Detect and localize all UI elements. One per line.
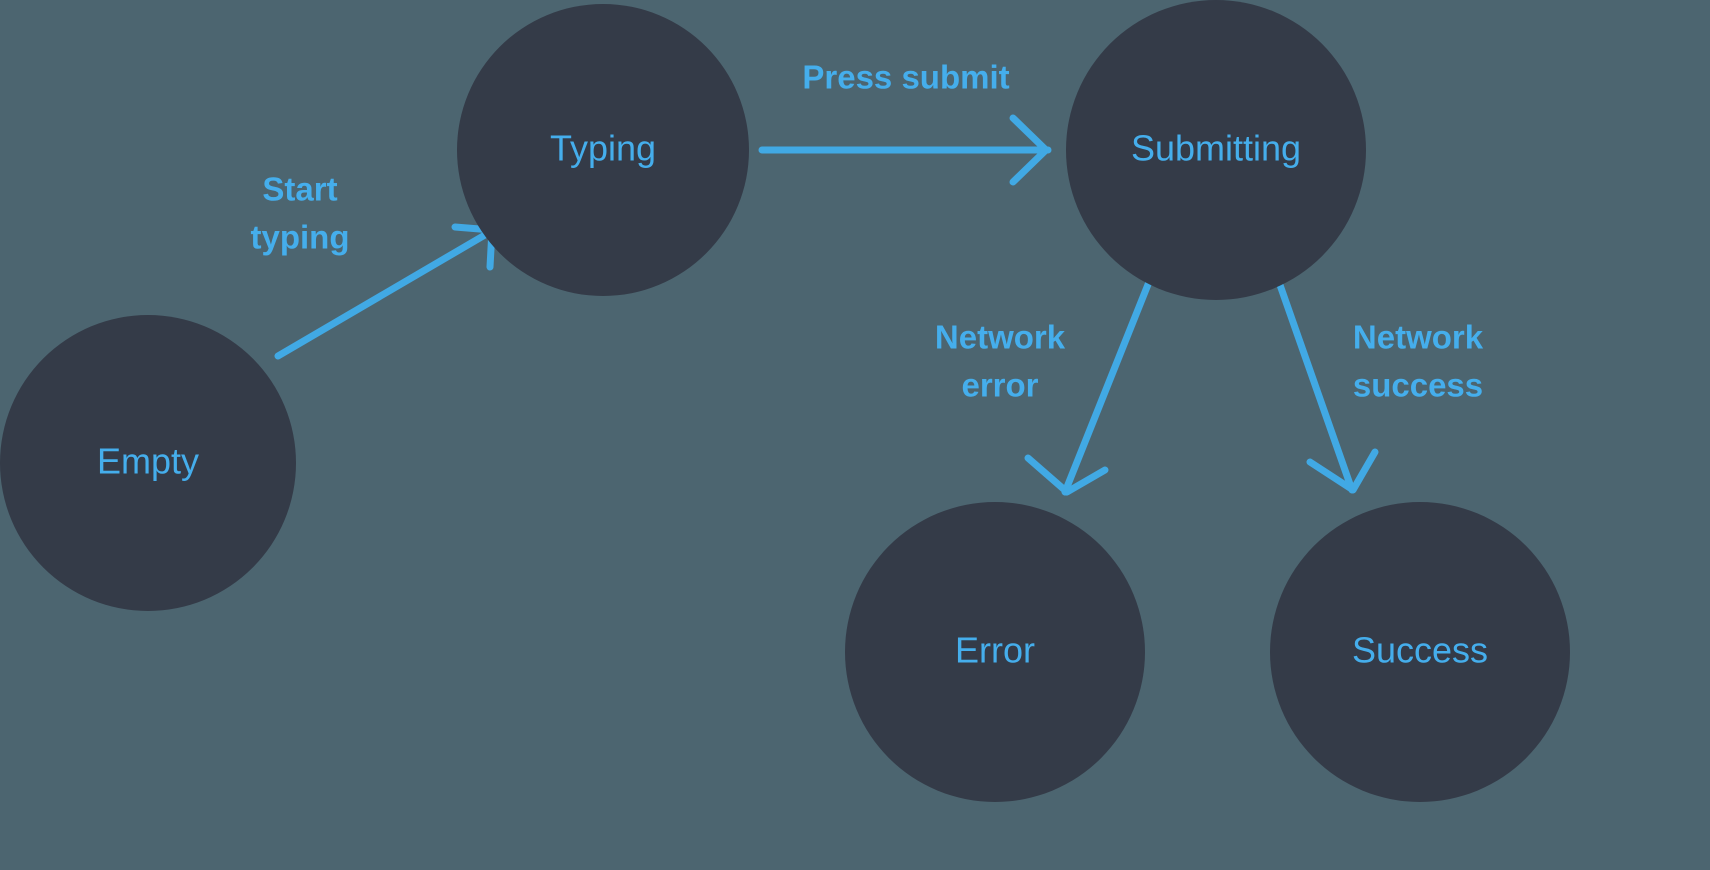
state-label: Submitting (1131, 128, 1301, 169)
state-label: Typing (550, 128, 656, 169)
edge-label-line: Network (1353, 319, 1484, 356)
state-circle (457, 4, 749, 296)
state-node-success[interactable]: Success (1270, 502, 1570, 802)
edge-label-line: error (961, 367, 1038, 404)
state-node-error[interactable]: Error (845, 502, 1145, 802)
edge-label-line: typing (251, 219, 350, 256)
state-node-typing[interactable]: Typing (457, 4, 749, 296)
edge-typing-to-submitting[interactable] (758, 114, 1052, 186)
state-node-submitting[interactable]: Submitting (1066, 0, 1366, 300)
edge-labels-layer: Start typing Press submit Network error … (251, 59, 1484, 404)
state-circle (845, 502, 1145, 802)
edge-label-line: Start (262, 171, 337, 208)
nodes-layer: Empty Typing Submitting Error Success (0, 0, 1570, 802)
state-node-empty[interactable]: Empty (0, 315, 296, 611)
edge-label-start-typing: Start typing (251, 171, 350, 256)
state-circle (0, 315, 296, 611)
edge-submitting-to-success[interactable] (1276, 281, 1379, 494)
state-circle (1066, 0, 1366, 300)
arrowhead-icon (1024, 454, 1109, 496)
edge-label-network-success: Network success (1353, 319, 1484, 404)
edge-label-network-error: Network error (935, 319, 1066, 404)
edge-line (274, 228, 494, 360)
state-label: Error (955, 630, 1035, 671)
edges-layer (274, 114, 1379, 496)
state-circle (1270, 502, 1570, 802)
edge-label-line: Network (935, 319, 1066, 356)
edge-line (1276, 281, 1356, 494)
edge-line (1061, 278, 1153, 496)
state-label: Success (1352, 630, 1488, 671)
edge-submitting-to-error[interactable] (1024, 278, 1153, 496)
edge-label-press-submit: Press submit (802, 59, 1009, 96)
edge-label-line: success (1353, 367, 1483, 404)
state-label: Empty (97, 441, 199, 482)
edge-label-line: Press submit (802, 59, 1009, 96)
arrowhead-icon (1009, 114, 1050, 186)
arrowhead-icon (1306, 448, 1379, 494)
